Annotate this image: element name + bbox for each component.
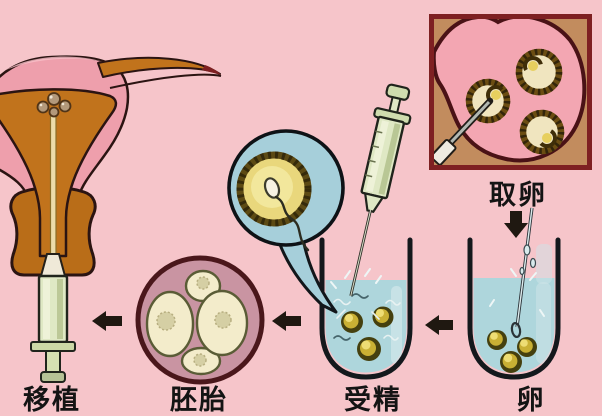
- embryo-nuclei: [156, 276, 232, 367]
- egg-pipette: [510, 207, 534, 339]
- sperm-icon: [263, 177, 310, 252]
- syringe-plunger-cap: [40, 371, 66, 383]
- fertilization-beaker-glass: [319, 237, 413, 380]
- arrow-left-icon-fertilization: [425, 315, 453, 335]
- fertilization-beaker: [319, 237, 413, 380]
- implanted-embryos-icon: [36, 92, 72, 118]
- arrow-down-icon-retrieval: [504, 211, 528, 238]
- syringe-plunger: [45, 350, 61, 374]
- sperm-squiggles: [333, 293, 401, 341]
- fallopian-tube-lower-line: [109, 73, 222, 89]
- magnifier-tail: [273, 224, 338, 314]
- fertilization-splash: [330, 268, 382, 289]
- embryo-illustration: [135, 255, 265, 385]
- label-egg-retrieval: 取卵: [489, 180, 547, 210]
- transfer-syringe: [30, 253, 76, 383]
- injection-needle-shine: [350, 209, 372, 296]
- arrow-left-icon-embryo: [272, 311, 301, 331]
- arrow-left-icon-transfer: [92, 311, 122, 331]
- label-egg: 卵: [516, 385, 546, 415]
- injection-barrel-shade: [378, 123, 401, 195]
- ovary-follicle-bottom-right: [519, 109, 565, 155]
- egg-glass-shine: [536, 282, 551, 364]
- uterus-cavity: [0, 88, 118, 258]
- ovary-inset: [429, 14, 592, 170]
- fertilization-glass-shine: [391, 286, 402, 364]
- ovary-follicle-top-right: [515, 48, 563, 96]
- fallopian-tube: [97, 56, 222, 89]
- label-embryo: 胚胎: [170, 385, 228, 415]
- egg-pour-stream: [536, 244, 552, 284]
- injection-barrel-highlight: [365, 120, 389, 193]
- transfer-catheter: [49, 111, 57, 259]
- pipette-droplets: [519, 244, 537, 276]
- egg-splash: [489, 268, 545, 317]
- syringe-barrel-shade: [57, 279, 63, 339]
- uterus-illustration: [0, 55, 222, 277]
- label-transfer: 移植: [23, 385, 81, 415]
- injection-cone: [363, 192, 385, 213]
- fertilization-eggs: [341, 306, 394, 361]
- label-fertilization: 受精: [344, 385, 402, 415]
- egg-beaker-eggs: [487, 330, 537, 373]
- syringe-barrel-highlight: [43, 279, 50, 339]
- aspiration-needle: [434, 97, 494, 165]
- syringe-flange: [30, 341, 76, 352]
- fallopian-tube-tip: [202, 65, 221, 75]
- magnifier-bubble: [227, 129, 345, 314]
- egg-beaker-glass: [467, 237, 561, 380]
- uterus-fundus-highlight: [6, 56, 104, 70]
- egg-beaker: [467, 207, 561, 380]
- injection-graduations: [365, 130, 383, 178]
- injection-syringe: [349, 83, 412, 297]
